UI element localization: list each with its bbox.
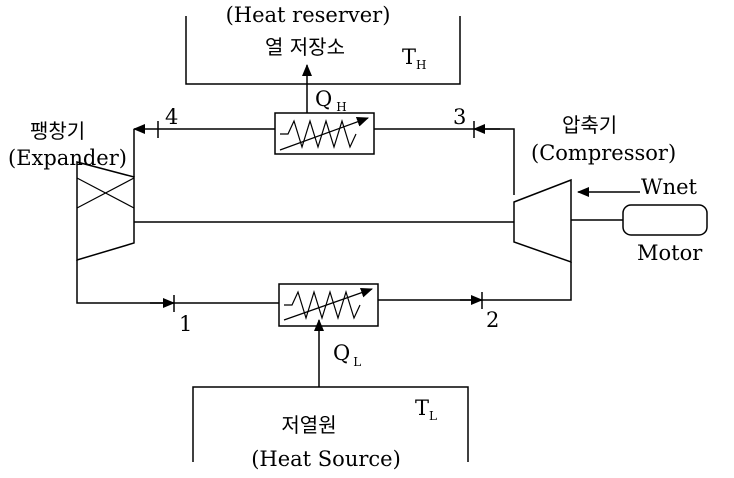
point-4-label: 4 [165, 105, 178, 129]
compressor-en-label: (Compressor) [531, 141, 676, 165]
motor-body [622, 204, 708, 236]
heat-reserver-ko-label: 열 저장소 [265, 35, 345, 59]
tl-label: TL [415, 396, 437, 423]
condenser-heat-exchanger [274, 112, 375, 155]
expander [76, 161, 135, 262]
heat-source-en-label: (Heat Source) [251, 447, 401, 471]
compressor [513, 178, 572, 264]
tl-sub: L [429, 409, 437, 423]
top-pipe [133, 121, 515, 195]
heat-source-ko-label: 저열원 [281, 413, 336, 437]
heat-reserver-box [185, 16, 461, 85]
point-2-label: 2 [486, 308, 499, 332]
ql-main: Q [333, 341, 350, 365]
th-sub: H [416, 58, 426, 72]
tl-main: T [415, 396, 429, 420]
heat-reserver-en-label: (Heat reserver) [226, 3, 391, 27]
point-3-label: 3 [453, 105, 466, 129]
qh-sub: H [336, 100, 346, 114]
evaporator-diagonal-arrow [283, 287, 373, 321]
compressor-ko-label: 압축기 [562, 113, 617, 137]
th-main: T [402, 45, 416, 69]
ql-sub: L [353, 355, 361, 369]
evaporator-heat-exchanger [278, 283, 379, 327]
th-label: TH [402, 45, 426, 72]
motor-label: Motor [637, 241, 703, 265]
point-1-label: 1 [179, 312, 192, 336]
expander-ko-label: 팽창기 [30, 119, 85, 143]
bottom-pipe [76, 260, 572, 312]
heat-source-box [192, 386, 469, 462]
qh-main: Q [315, 87, 332, 111]
condenser-diagonal-arrow [279, 117, 369, 151]
wnet-label: Wnet [641, 175, 698, 199]
expander-en-label: (Expander) [8, 146, 127, 170]
